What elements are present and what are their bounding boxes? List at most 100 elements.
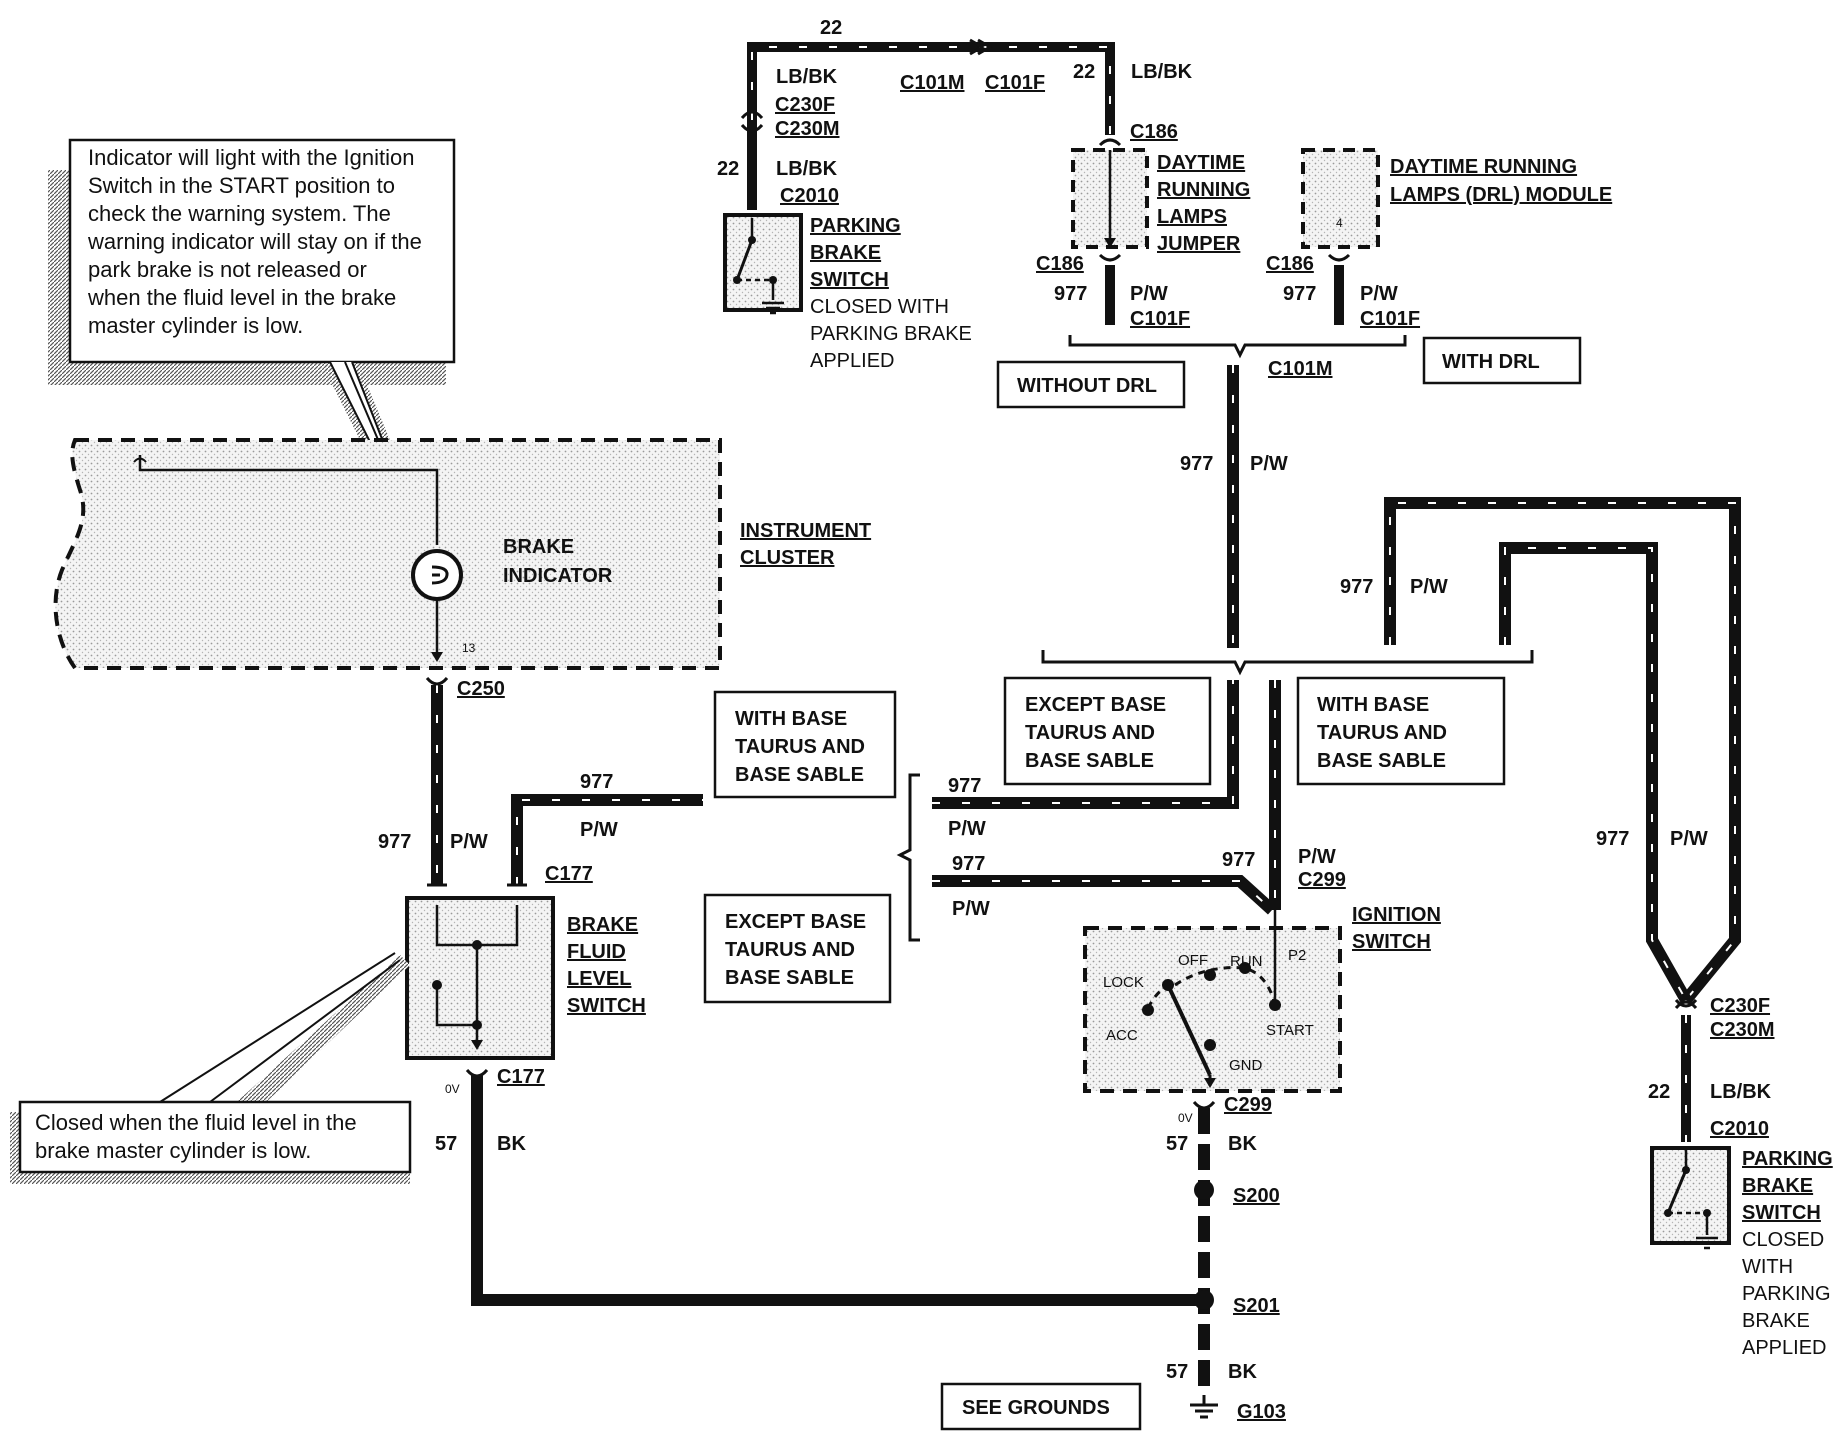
indicator-note-line-2: Switch in the START position to: [88, 173, 395, 198]
wire-977-upper-branch: 977: [948, 775, 981, 797]
connector-c101f-module: C101F: [1360, 308, 1420, 330]
with-base-left-box: WITH BASE TAURUS AND BASE SABLE: [713, 690, 897, 799]
wire-pw-module: P/W: [1360, 283, 1398, 305]
ign-pos-off: OFF: [1178, 952, 1208, 969]
wire-0v-ign: 0V: [1178, 1111, 1193, 1125]
ign-pos-gnd: GND: [1229, 1057, 1263, 1074]
with-base-upper-box: WITH BASE TAURUS AND BASE SABLE: [1296, 676, 1506, 786]
connector-c101f-jumper: C101F: [1130, 308, 1190, 330]
except-base-left-box: EXCEPT BASE TAURUS AND BASE SABLE: [703, 893, 892, 1004]
wire-977-module: 977: [1283, 283, 1316, 305]
connector-c186-top: C186: [1130, 121, 1178, 143]
wire-57-ground: 57: [1166, 1361, 1188, 1383]
indicator-note-line-3: check the warning system. The: [88, 201, 391, 226]
wire-pw-trunk: P/W: [1250, 453, 1288, 475]
drl-module-label-1: DAYTIME RUNNING: [1390, 156, 1577, 178]
pbs-right-desc-4: BRAKE: [1742, 1310, 1810, 1332]
ignition-switch-label-1: IGNITION: [1352, 904, 1441, 926]
wire-lbbk-c186: LB/BK: [1131, 61, 1193, 83]
fluid-switch-label-4: SWITCH: [567, 995, 646, 1017]
wire-977-ign: 977: [1222, 849, 1255, 871]
ign-pos-start: START: [1266, 1022, 1314, 1039]
indicator-note-line-5: park brake is not released or: [88, 257, 367, 282]
indicator-note-line-6: when the fluid level in the brake: [87, 285, 396, 310]
wire-977-jumper: 977: [1054, 283, 1087, 305]
drl-module: 4 DAYTIME RUNNING LAMPS (DRL) MODULE: [1301, 148, 1612, 262]
ignition-switch: IGNITION SWITCH LOCK OFF RUN ACC START G…: [1083, 904, 1441, 1093]
wire-pw-upper-branch: P/W: [948, 818, 986, 840]
ign-pos-p2: P2: [1288, 947, 1306, 964]
wire-pw-ign: P/W: [1298, 846, 1336, 868]
wire-lbbk-top: LB/BK: [776, 66, 838, 88]
splice-s201: [1194, 1290, 1214, 1310]
connector-c2010-right: C2010: [1710, 1118, 1769, 1140]
wire-22-left: 22: [717, 158, 739, 180]
with-drl-text: WITH DRL: [1442, 351, 1540, 373]
wire-pw-lower-branch: P/W: [952, 898, 990, 920]
splice-s200: [1194, 1180, 1214, 1200]
pbs-right-desc-3: PARKING: [1742, 1283, 1831, 1305]
wire-977-right-vert: 977: [1596, 828, 1629, 850]
pbs-right-title-1: PARKING: [1742, 1148, 1833, 1170]
wire-bk-fluid: BK: [497, 1133, 526, 1155]
wire-57-fluid: 57: [435, 1133, 457, 1155]
connector-c230f-right: C230F: [1710, 995, 1770, 1017]
without-drl-box: WITHOUT DRL: [996, 360, 1186, 409]
indicator-note-text: Indicator will light with the Ignition S…: [87, 145, 422, 338]
wire-977-c177: 977: [580, 771, 613, 793]
parking-brake-switch-right: PARKING BRAKE SWITCH CLOSED WITH PARKING…: [1650, 1146, 1833, 1359]
wire-lbbk-left: LB/BK: [776, 158, 838, 180]
fluid-note-line-1: Closed when the fluid level in the: [35, 1110, 357, 1135]
fluid-switch-label-3: LEVEL: [567, 968, 631, 990]
without-drl-text: WITHOUT DRL: [1017, 375, 1157, 397]
indicator-note-callout: Indicator will light with the Ignition S…: [48, 138, 456, 563]
instrument-cluster-label-2: CLUSTER: [740, 547, 835, 569]
ign-pos-run: RUN: [1230, 953, 1263, 970]
pbs-left-desc-3: APPLIED: [810, 350, 894, 372]
ign-pos-lock: LOCK: [1103, 974, 1144, 991]
pbs-left-title-2: BRAKE: [810, 242, 881, 264]
with-base-upper-3: BASE SABLE: [1317, 750, 1446, 772]
wire-labels: 977 P/W 977 P/W 977 P/W 977 P/W 977 P/W …: [378, 17, 1772, 1383]
connector-c299-top: C299: [1298, 869, 1346, 891]
except-base-upper-box: EXCEPT BASE TAURUS AND BASE SABLE: [1003, 676, 1212, 786]
instrument-cluster-label-1: INSTRUMENT: [740, 520, 871, 542]
with-base-upper-1: WITH BASE: [1317, 694, 1429, 716]
connector-labels: C250 C177 C177 C299 C299 C230F C230M C20…: [457, 72, 1774, 1423]
ground-symbol-g103: [1190, 1395, 1218, 1419]
drl-module-label-2: LAMPS (DRL) MODULE: [1390, 184, 1612, 206]
brake-indicator-label-1: BRAKE: [503, 536, 574, 558]
connector-c230m-right: C230M: [1710, 1019, 1774, 1041]
except-base-left-2: TAURUS AND: [725, 939, 855, 961]
brake-indicator-label-2: INDICATOR: [503, 565, 613, 587]
with-drl-box: WITH DRL: [1422, 336, 1582, 385]
ign-pos-acc: ACC: [1106, 1027, 1138, 1044]
connector-c2010-left: C2010: [780, 185, 839, 207]
ground-g103-label: G103: [1237, 1401, 1286, 1423]
wire-pw-c177: P/W: [580, 819, 618, 841]
wire-0v-fluid: 0V: [445, 1082, 460, 1096]
ignition-switch-label-2: SWITCH: [1352, 931, 1431, 953]
fluid-switch-label-2: FLUID: [567, 941, 626, 963]
pbs-right-desc-5: APPLIED: [1742, 1337, 1826, 1359]
wire-lbbk-right: LB/BK: [1710, 1081, 1772, 1103]
wire-977-c250: 977: [378, 831, 411, 853]
drl-jumper-label-3: LAMPS: [1157, 206, 1227, 228]
wire-57-ign: 57: [1166, 1133, 1188, 1155]
indicator-note-line-4: warning indicator will stay on if the: [87, 229, 422, 254]
drl-jumper-label-4: JUMPER: [1157, 233, 1241, 255]
with-base-left-2: TAURUS AND: [735, 736, 865, 758]
fluid-note-line-2: brake master cylinder is low.: [35, 1138, 311, 1163]
see-grounds-text: SEE GROUNDS: [962, 1397, 1110, 1419]
see-grounds-box: SEE GROUNDS: [940, 1382, 1142, 1431]
connector-c186-module: C186: [1266, 253, 1314, 275]
connector-c177-bottom: C177: [497, 1066, 545, 1088]
except-base-upper-2: TAURUS AND: [1025, 722, 1155, 744]
with-base-left-3: BASE SABLE: [735, 764, 864, 786]
pbs-right-desc-1: CLOSED: [1742, 1229, 1824, 1251]
pbs-left-title-1: PARKING: [810, 215, 901, 237]
pbs-left-title-3: SWITCH: [810, 269, 889, 291]
variant-boxes: WITHOUT DRL WITH DRL EXCEPT BASE TAURUS …: [703, 336, 1582, 1431]
indicator-note-line-1: Indicator will light with the Ignition: [88, 145, 415, 170]
